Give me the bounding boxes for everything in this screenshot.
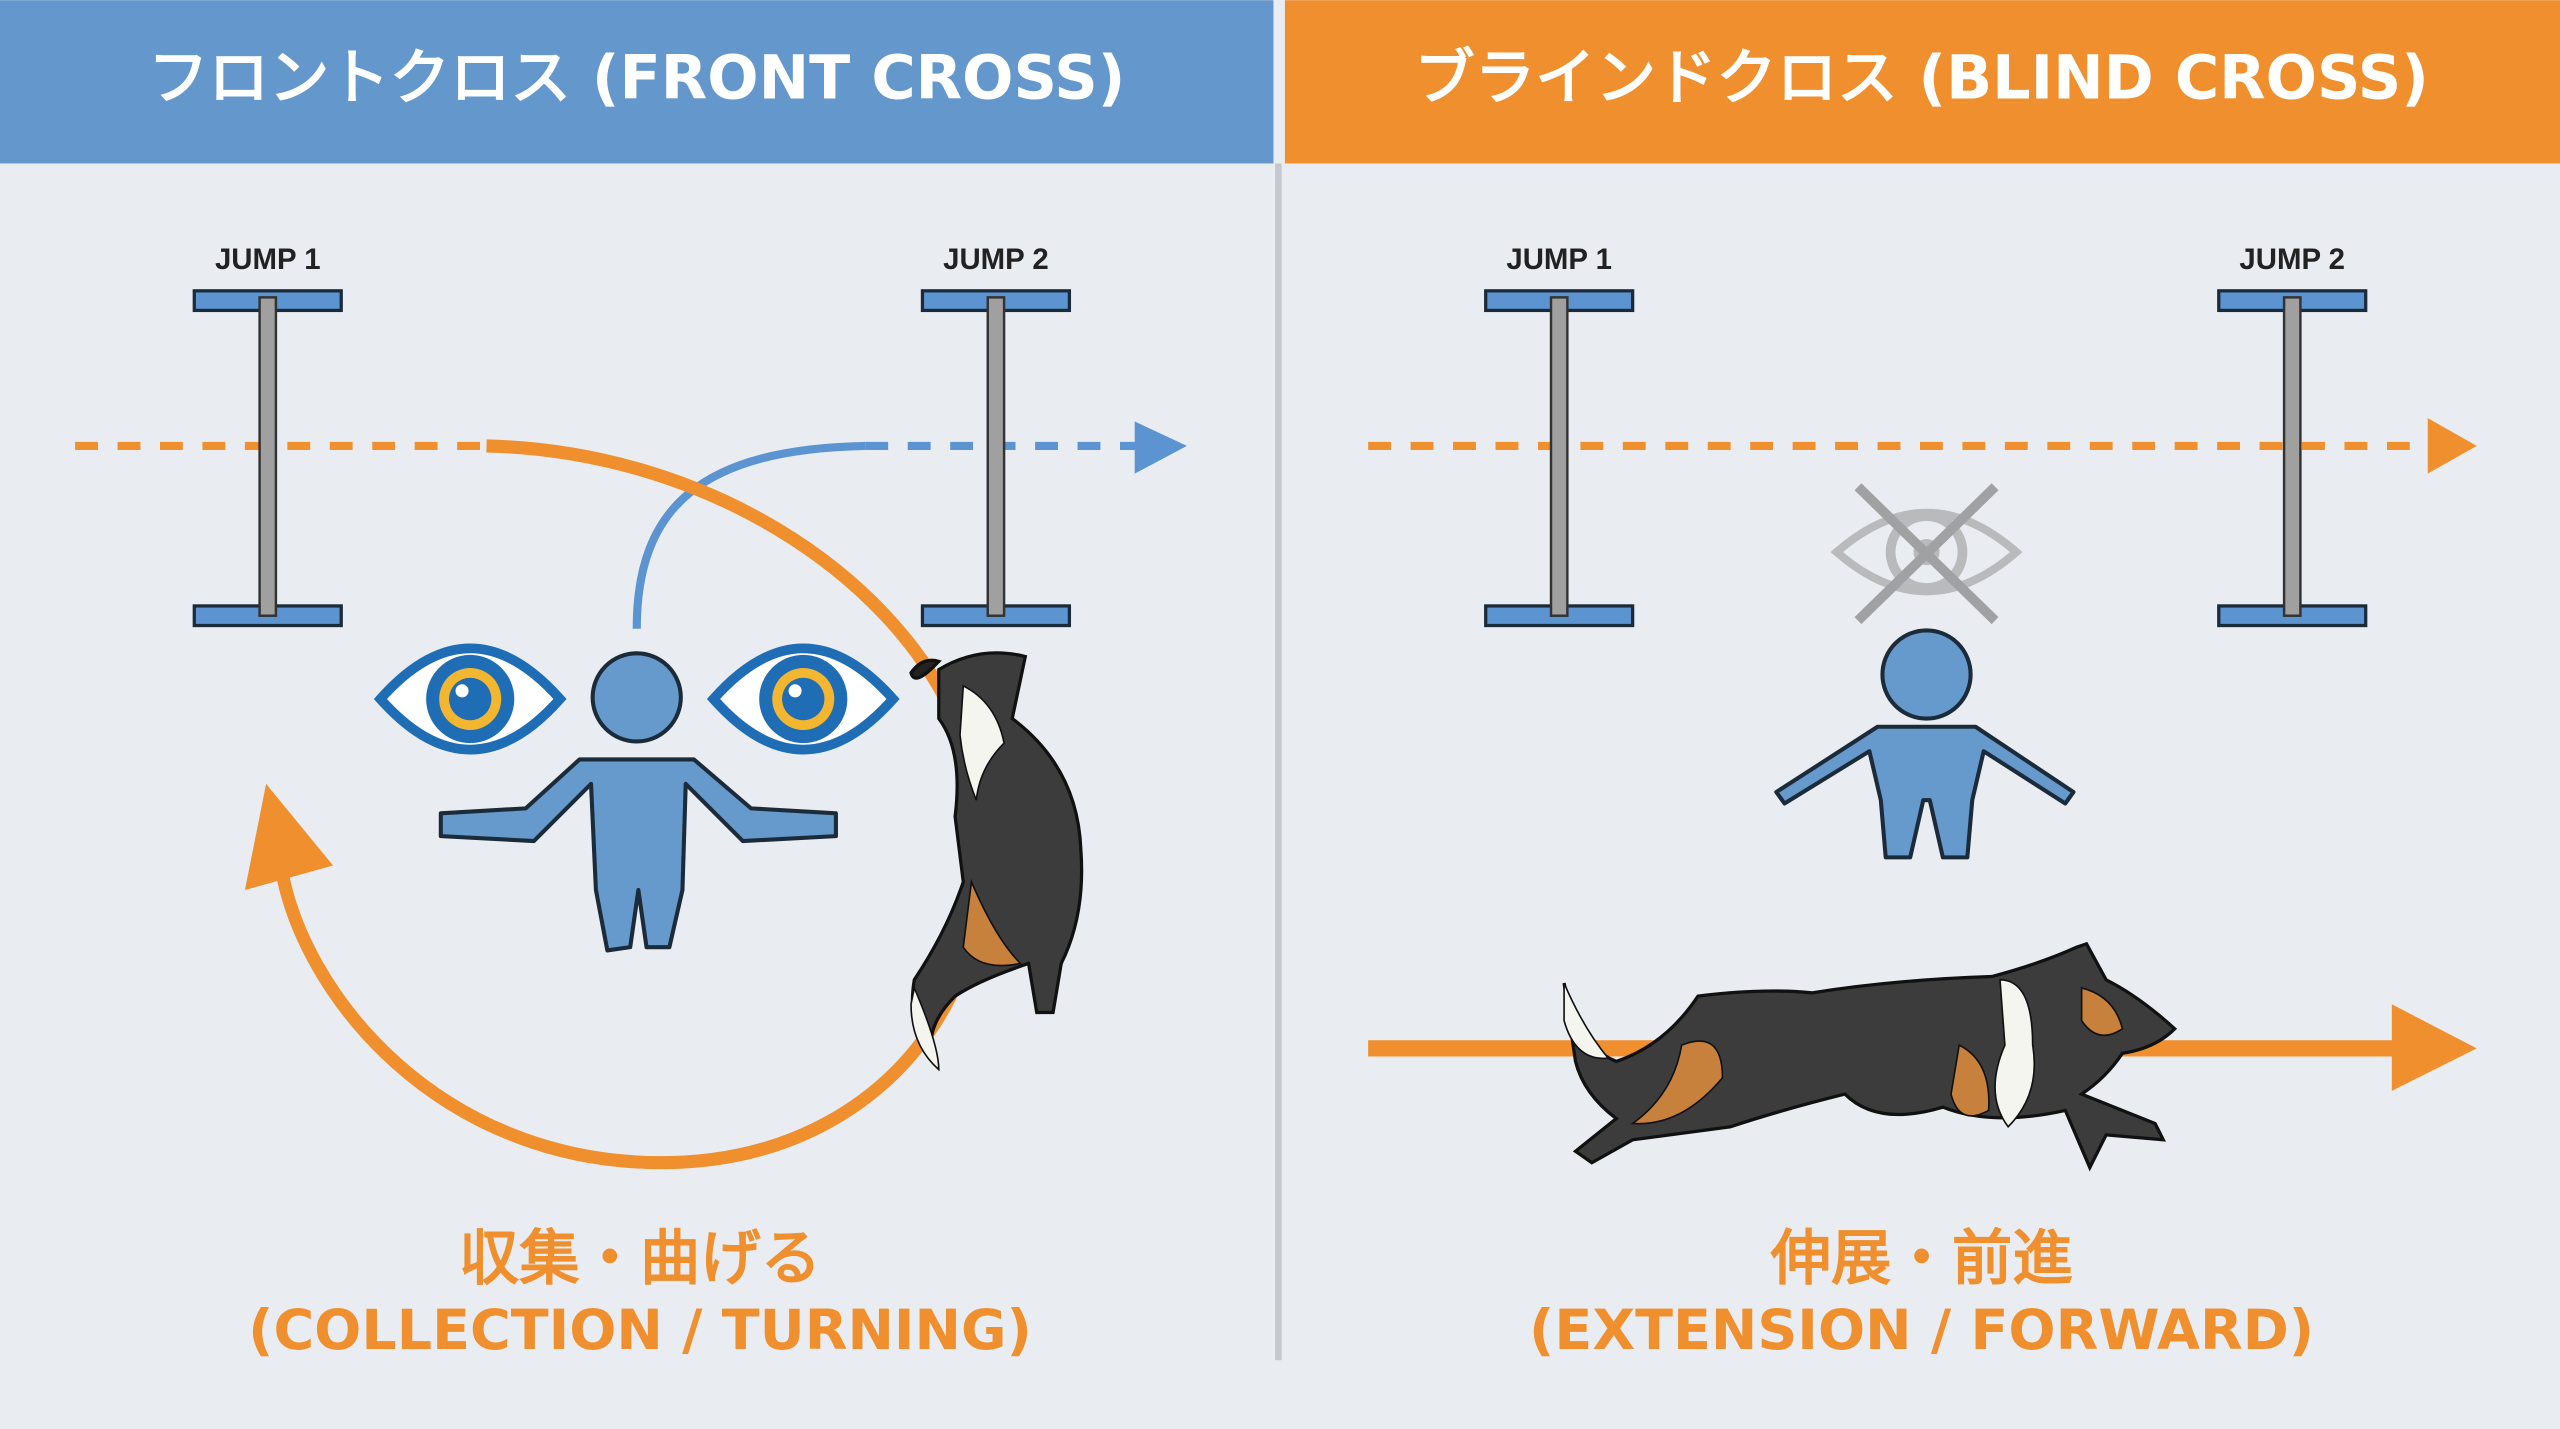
left-caption-en: (COLLECTION / TURNING) bbox=[248, 1298, 1032, 1363]
arrow-head-icon bbox=[1134, 421, 1187, 474]
right-header bbox=[1284, 0, 2560, 164]
left-caption-jp: 収集・曲げる bbox=[459, 1224, 821, 1294]
arrow-head-icon bbox=[2391, 1004, 2477, 1091]
divider bbox=[1275, 163, 1282, 1361]
left-header bbox=[0, 0, 1274, 164]
handler-back-icon bbox=[1774, 628, 2076, 860]
jump2-label: JUMP 2 bbox=[943, 243, 1049, 276]
dog-running-icon bbox=[1562, 941, 2178, 1172]
left-title: フロントクロス (FRONT CROSS) bbox=[148, 43, 1125, 113]
jump1-label: JUMP 1 bbox=[215, 243, 321, 276]
front-cross-panel: JUMP 1 JUMP 2 収集・曲げる (COLLECTION / TURNI… bbox=[75, 243, 1187, 1363]
jump2-label: JUMP 2 bbox=[2239, 243, 2345, 276]
right-caption-jp: 伸展・前進 bbox=[1770, 1224, 2074, 1294]
dog-turning-icon bbox=[909, 651, 1084, 1072]
blind-cross-panel: JUMP 1 JUMP 2 伸展・前進 (EXTENSION / FORW bbox=[1368, 243, 2477, 1363]
right-caption-en: (EXTENSION / FORWARD) bbox=[1529, 1298, 2314, 1363]
arrow-head-icon bbox=[244, 783, 334, 891]
right-title: ブラインドクロス (BLIND CROSS) bbox=[1414, 43, 2428, 113]
jump1-label: JUMP 1 bbox=[1506, 243, 1612, 276]
arrow-head-icon bbox=[2427, 418, 2477, 474]
handler-icon bbox=[438, 651, 838, 953]
crossed-eye-icon bbox=[1830, 483, 2023, 625]
